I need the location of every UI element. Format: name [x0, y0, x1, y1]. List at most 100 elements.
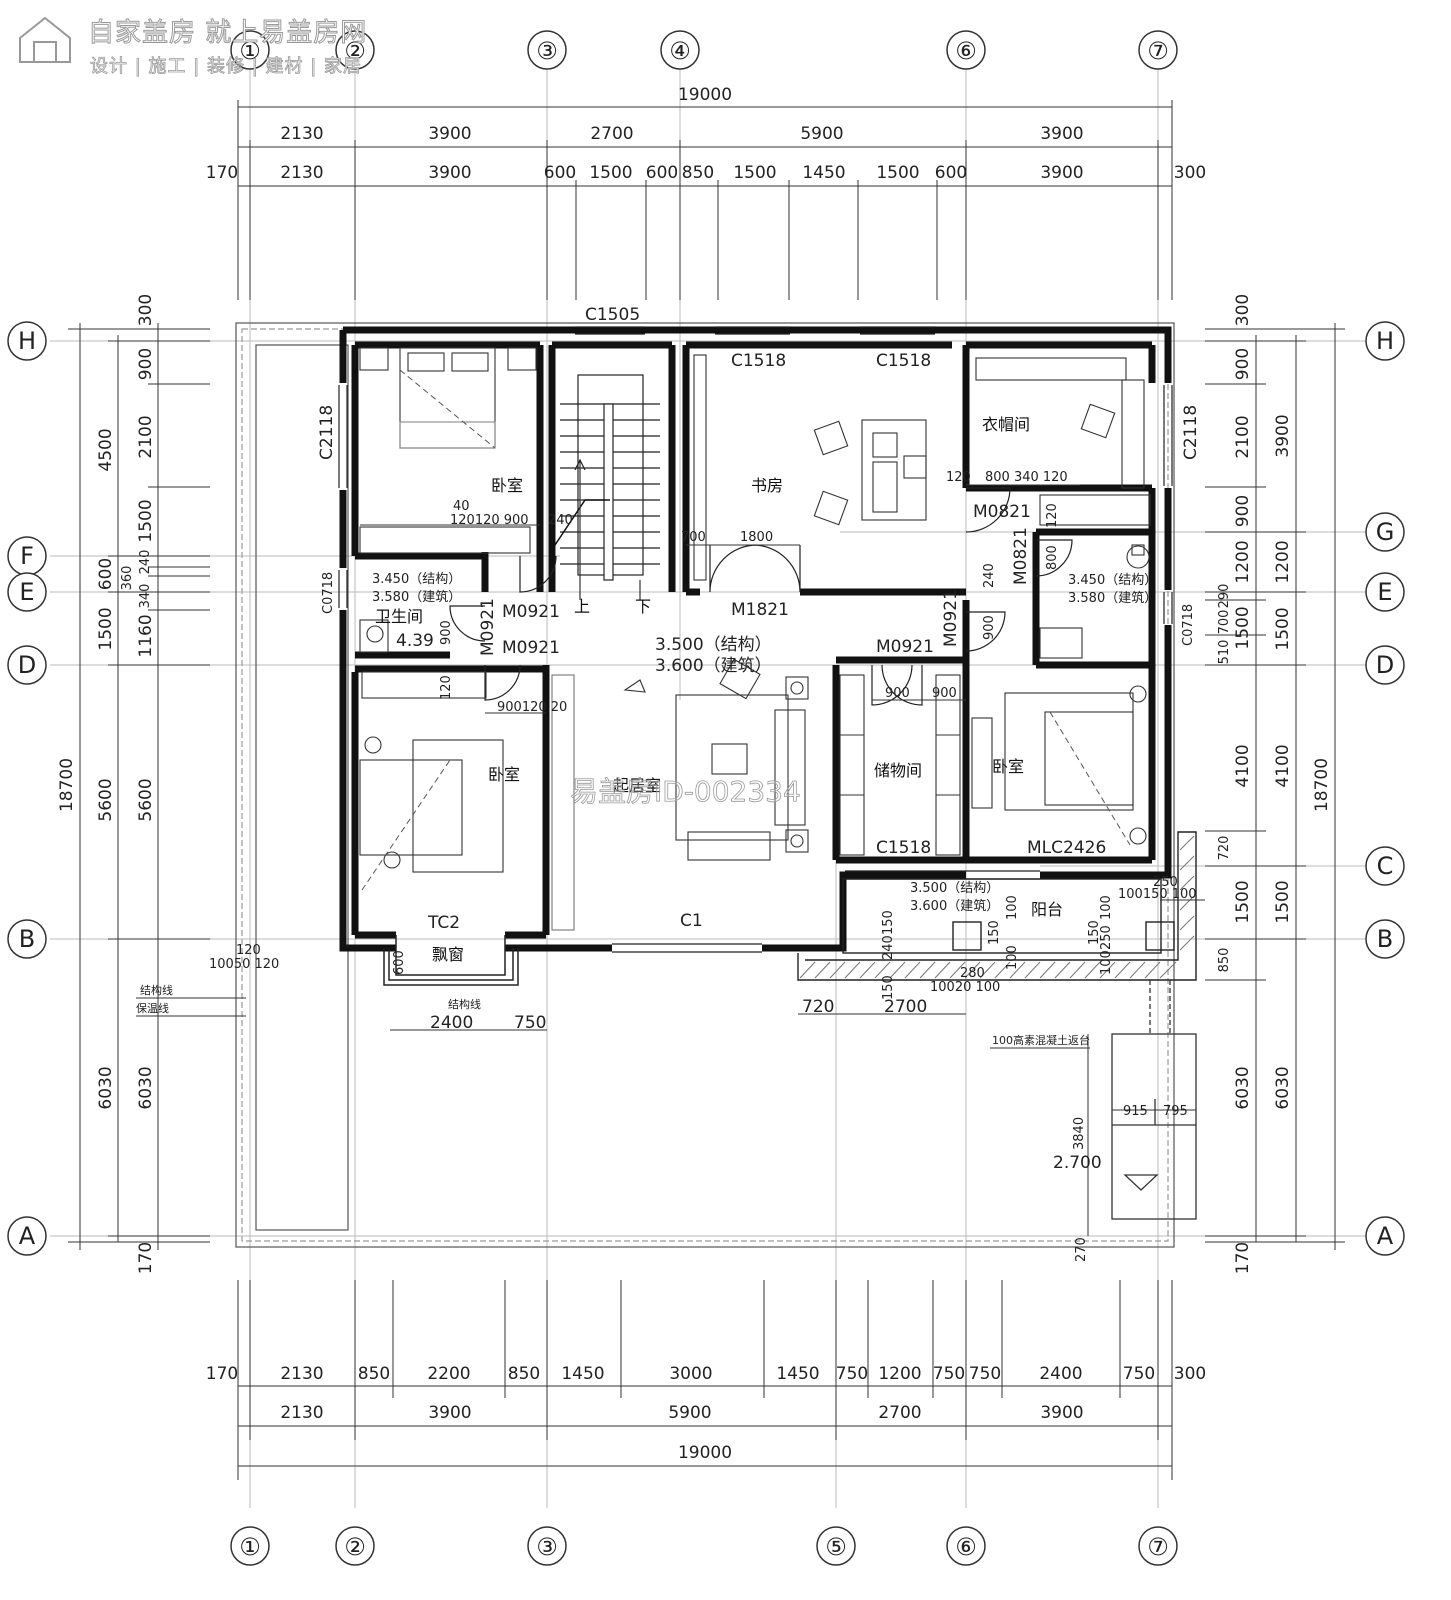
dim-right: 900	[1233, 348, 1253, 380]
dim-left: 1160	[136, 614, 156, 657]
dim-mark: 10020 100	[930, 980, 1000, 995]
dim-mark: 120	[946, 470, 971, 485]
dim-bottom: 750	[1123, 1364, 1155, 1384]
window-code: C1518	[876, 351, 931, 371]
center-watermark: 易盖房ID-002334	[570, 775, 802, 809]
dim-mark: 280	[960, 966, 985, 981]
dim-mark: 250	[1153, 875, 1178, 890]
dim-top: 2700	[590, 124, 633, 144]
dim-bottom: 2130	[280, 1364, 323, 1384]
dim-bottom: 3900	[1040, 1403, 1083, 1423]
grid-col-label: ⑤	[825, 1533, 847, 1561]
dim-lines-top	[237, 100, 1173, 300]
dim-left: 340	[138, 584, 153, 609]
dim-bottom: 3000	[669, 1364, 712, 1384]
dim-left: 360	[120, 566, 135, 591]
grid-row-label: H	[1376, 327, 1394, 355]
dim-top: 1500	[589, 163, 632, 183]
door-code: MLC2426	[1027, 838, 1106, 858]
dim-right: 2100	[1233, 415, 1253, 458]
dim-left-total: 18700	[57, 758, 77, 812]
doors	[449, 487, 1073, 706]
dim-bottom: 300	[1174, 1364, 1206, 1384]
dim-top: 3900	[1040, 163, 1083, 183]
dim-top: 300	[1174, 163, 1206, 183]
struct-line-label: 结构线	[140, 983, 173, 997]
dim-bottom: 850	[508, 1364, 540, 1384]
dim-bottom: 2700	[878, 1403, 921, 1423]
concrete-label: 100高素混凝土返台	[992, 1033, 1090, 1047]
dim-right: 4100	[1273, 744, 1293, 787]
dim-bottom: 3900	[428, 1403, 471, 1423]
window-code: C1518	[876, 838, 931, 858]
grid-row-label: H	[18, 327, 36, 355]
level-mark: 3.500（结构）	[910, 881, 999, 896]
grid-row-label: F	[20, 542, 34, 570]
dim-bottom: 850	[358, 1364, 390, 1384]
dim-right: 6030	[1273, 1066, 1293, 1109]
room-bay-window: 飘窗	[432, 945, 464, 964]
dim-mark: 700	[681, 530, 706, 545]
stairs	[554, 374, 660, 600]
struct-line-label: 结构线	[448, 997, 481, 1011]
window-code: C1	[680, 911, 703, 931]
dim-mark: 3840	[1072, 1117, 1087, 1150]
dim-bottom: 750	[933, 1364, 965, 1384]
dim-left: 300	[136, 294, 156, 326]
grid-col-label: ④	[669, 37, 691, 65]
balcony-hatch	[799, 835, 1195, 979]
dim-right: 300	[1233, 294, 1253, 326]
dim-top: 2130	[280, 124, 323, 144]
grid-row-label: C	[1377, 852, 1394, 880]
window-code: TC2	[427, 913, 460, 933]
dim-right: 3900	[1273, 414, 1293, 457]
dim-mark: 100	[1005, 945, 1020, 970]
dim-left: 4500	[96, 428, 116, 471]
dim-top: 1500	[876, 163, 919, 183]
dim-left: 5600	[136, 778, 156, 821]
room-storage: 储物间	[874, 761, 922, 780]
dim-right: 1500	[1233, 880, 1253, 923]
dim-bottom: 2400	[1039, 1364, 1082, 1384]
dim-bottom: 1200	[878, 1364, 921, 1384]
level-mark: 3.580（建筑）	[1068, 590, 1157, 606]
dim-mark: 900	[439, 620, 454, 645]
door-code: M0921	[876, 637, 934, 657]
dim-mark: 100	[1099, 895, 1114, 920]
dim-top: 600	[935, 163, 967, 183]
grid-bubbles-rows	[7, 321, 1405, 1256]
dim-mark: 900120 20	[497, 700, 567, 715]
room-bedroom-nw: 卧室	[491, 476, 523, 495]
dim-right: 510	[1217, 640, 1232, 665]
dim-left: 240	[138, 550, 153, 575]
watermark: 自家盖房 就上易盖房网 设计 | 施工 | 装修 | 建材 | 家居	[8, 6, 448, 77]
grid-row-label: A	[1377, 1222, 1394, 1250]
dim-mark: 150	[881, 910, 896, 935]
insul-line-label: 保温线	[136, 1001, 169, 1015]
bed-diagonals	[361, 369, 1131, 891]
dim-mark: 100	[1099, 950, 1114, 975]
dim-top: 600	[646, 163, 678, 183]
dim-top: 3900	[428, 163, 471, 183]
room-bathroom: 卫生间	[375, 607, 423, 626]
dim-right: 290	[1217, 584, 1232, 609]
dim-mark: 600	[392, 950, 407, 975]
dim-left: 6030	[136, 1066, 156, 1109]
window-code: C2118	[317, 405, 337, 460]
grid-col-label: ①	[239, 37, 261, 65]
grid-row-label: D	[18, 651, 36, 679]
dim-mark: 100150 100	[1118, 887, 1197, 902]
leader-lines	[136, 997, 1090, 1049]
room-bedroom-sw: 卧室	[488, 765, 520, 784]
dim-right: 6030	[1233, 1066, 1253, 1109]
stair-up: 上	[574, 597, 590, 616]
dim-bottom: 2130	[280, 1403, 323, 1423]
dim-left: 5600	[96, 778, 116, 821]
dim-mark: 915	[1123, 1104, 1148, 1119]
window-code: C0718	[321, 572, 336, 614]
dim-left: 600	[96, 558, 116, 590]
dim-mark: 795	[1163, 1104, 1188, 1119]
door-code: M0821	[973, 502, 1031, 522]
dim-left: 170	[136, 1242, 156, 1274]
grid-col-label: ③	[536, 37, 558, 65]
